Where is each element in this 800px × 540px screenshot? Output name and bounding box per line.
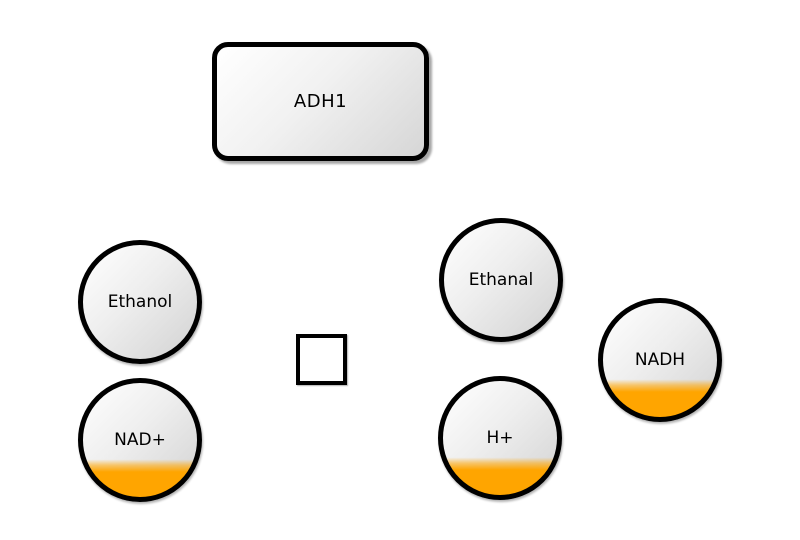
- species-node-ethanol[interactable]: Ethanol: [78, 240, 202, 364]
- species-label-h-plus: H+: [486, 428, 514, 448]
- species-label-ethanal: Ethanal: [468, 270, 534, 290]
- species-node-ethanal[interactable]: Ethanal: [439, 218, 563, 342]
- enzyme-label: ADH1: [293, 91, 348, 112]
- species-label-nadh: NADH: [634, 350, 686, 370]
- enzyme-node-adh1[interactable]: ADH1: [212, 42, 429, 161]
- species-node-nadh[interactable]: NADH: [598, 298, 722, 422]
- reaction-node[interactable]: [296, 334, 347, 385]
- species-label-nad-plus: NAD+: [114, 430, 166, 450]
- species-node-h-plus[interactable]: H+: [438, 376, 562, 500]
- species-label-ethanol: Ethanol: [107, 292, 173, 312]
- species-node-nad-plus[interactable]: NAD+: [78, 378, 202, 502]
